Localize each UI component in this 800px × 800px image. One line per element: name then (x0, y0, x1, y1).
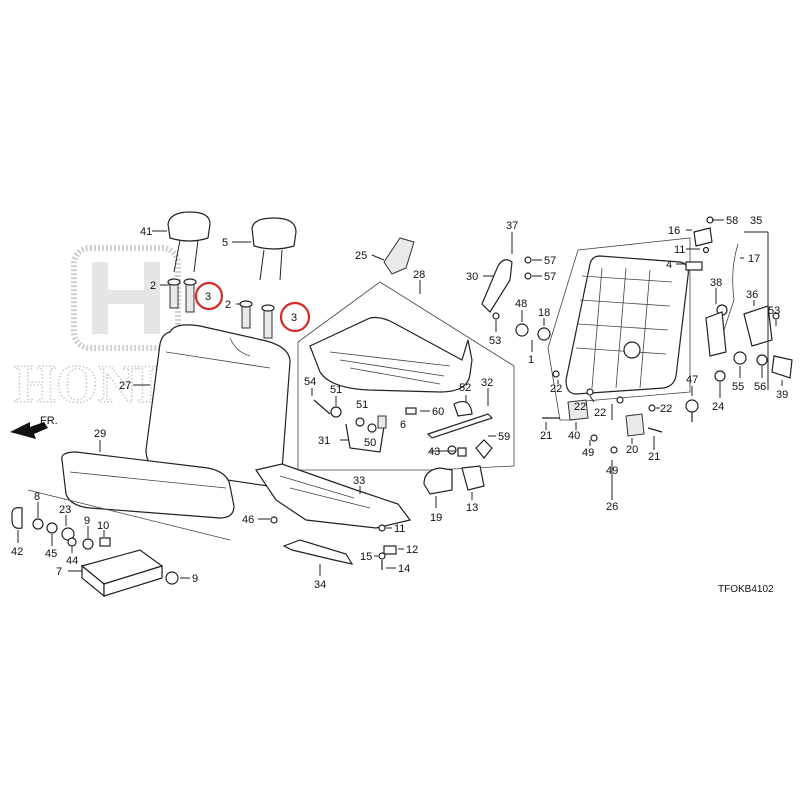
callout-53: 53 (768, 305, 780, 317)
callout-57: 57 (544, 271, 556, 283)
frame-back-hardware (542, 370, 663, 454)
callout-23: 23 (59, 504, 71, 516)
callout-26: 26 (606, 501, 618, 513)
callout-51: 51 (356, 399, 368, 411)
callout-28: 28 (413, 269, 425, 281)
callout-21: 21 (540, 430, 552, 442)
bracket-30 (481, 259, 513, 313)
callout-47: 47 (686, 374, 698, 386)
callout-32: 32 (481, 377, 493, 389)
callout-33: 33 (353, 475, 365, 487)
callout-9: 9 (192, 573, 198, 585)
callout-labels: 41 5 2 3 2 3 27 29 8 42 23 45 9 44 10 7 … (11, 215, 788, 591)
recliner-parts (685, 216, 793, 422)
callout-21: 21 (648, 451, 660, 463)
callout-22: 22 (594, 407, 606, 419)
callout-30: 30 (466, 271, 478, 283)
callout-15: 15 (360, 551, 372, 563)
callout-53: 53 (489, 335, 501, 347)
callout-52: 52 (459, 382, 471, 394)
front-arrow-label: FR. (40, 415, 58, 427)
callout-59: 59 (498, 431, 510, 443)
callout-38: 38 (710, 277, 722, 289)
callout-17: 17 (748, 253, 760, 265)
callout-50: 50 (364, 437, 376, 449)
callout-54: 54 (304, 376, 316, 388)
trim-34 (282, 539, 354, 565)
callout-35: 35 (750, 215, 762, 227)
callout-8: 8 (34, 491, 40, 503)
highlight-circle-3-right (279, 301, 311, 333)
callout-58: 58 (726, 215, 738, 227)
callout-43: 43 (428, 446, 440, 458)
callout-60: 60 (432, 406, 444, 418)
callout-11: 11 (674, 244, 685, 256)
callout-45: 45 (45, 548, 57, 560)
callout-55: 55 (732, 381, 744, 393)
callout-19: 19 (430, 512, 442, 524)
callout-48: 48 (515, 298, 527, 310)
callout-37: 37 (506, 220, 518, 232)
callout-3: 3 (291, 312, 297, 324)
callout-13: 13 (466, 502, 478, 514)
headrest-5 (251, 217, 297, 281)
callout-49: 49 (606, 465, 618, 477)
callout-56: 56 (754, 381, 766, 393)
hinge-hardware-1 (515, 323, 551, 341)
callout-41: 41 (140, 226, 152, 238)
seat-frame-group-28 (297, 281, 515, 471)
callout-11: 11 (394, 523, 405, 535)
callout-34: 34 (314, 579, 326, 591)
callout-2: 2 (150, 280, 156, 292)
callout-31: 31 (318, 435, 330, 447)
callout-16: 16 (668, 225, 680, 237)
seat-cushion-29 (61, 451, 235, 519)
callout-27: 27 (119, 380, 131, 392)
callout-40: 40 (568, 430, 580, 442)
headrest-guides-right (239, 300, 275, 339)
callout-49: 49 (582, 447, 594, 459)
callout-42: 42 (11, 546, 23, 558)
front-direction-arrow: FR. (10, 415, 58, 439)
callout-5: 5 (222, 237, 228, 249)
seat-back-cover-27 (145, 324, 291, 487)
callout-12: 12 (406, 544, 418, 556)
headrest-guides-left (167, 278, 197, 313)
callout-36: 36 (746, 289, 758, 301)
highlight-circle-3-left (194, 281, 224, 311)
small-parts-lower-left (11, 507, 179, 585)
part-25-bracket (383, 237, 415, 275)
callout-6: 6 (400, 419, 406, 431)
latch-parts (423, 439, 493, 495)
callout-24: 24 (712, 401, 724, 413)
headrest-41 (167, 211, 211, 273)
armrest-7 (80, 549, 164, 598)
callout-4: 4 (666, 259, 672, 271)
seat-back-frame-26 (547, 237, 691, 421)
callout-10: 10 (97, 520, 109, 532)
callout-57: 57 (544, 255, 556, 267)
callout-1: 1 (528, 354, 534, 366)
callout-25: 25 (355, 250, 367, 262)
callout-14: 14 (398, 563, 410, 575)
callout-2: 2 (225, 299, 231, 311)
callout-20: 20 (626, 444, 638, 456)
callout-44: 44 (66, 555, 78, 567)
callout-46: 46 (242, 514, 254, 526)
hardware-11-15 (378, 524, 397, 570)
callout-22: 22 (660, 403, 672, 415)
callout-22: 22 (574, 401, 586, 413)
diagram-code: TFOKB4102 (718, 584, 774, 595)
callout-29: 29 (94, 428, 106, 440)
callout-22: 22 (550, 383, 562, 395)
callout-3: 3 (205, 291, 211, 303)
callout-18: 18 (538, 307, 550, 319)
callout-51: 51 (330, 384, 342, 396)
seat-tray-33 (255, 463, 412, 529)
callout-7: 7 (56, 566, 62, 578)
callout-39: 39 (776, 389, 788, 401)
callout-9: 9 (84, 515, 90, 527)
